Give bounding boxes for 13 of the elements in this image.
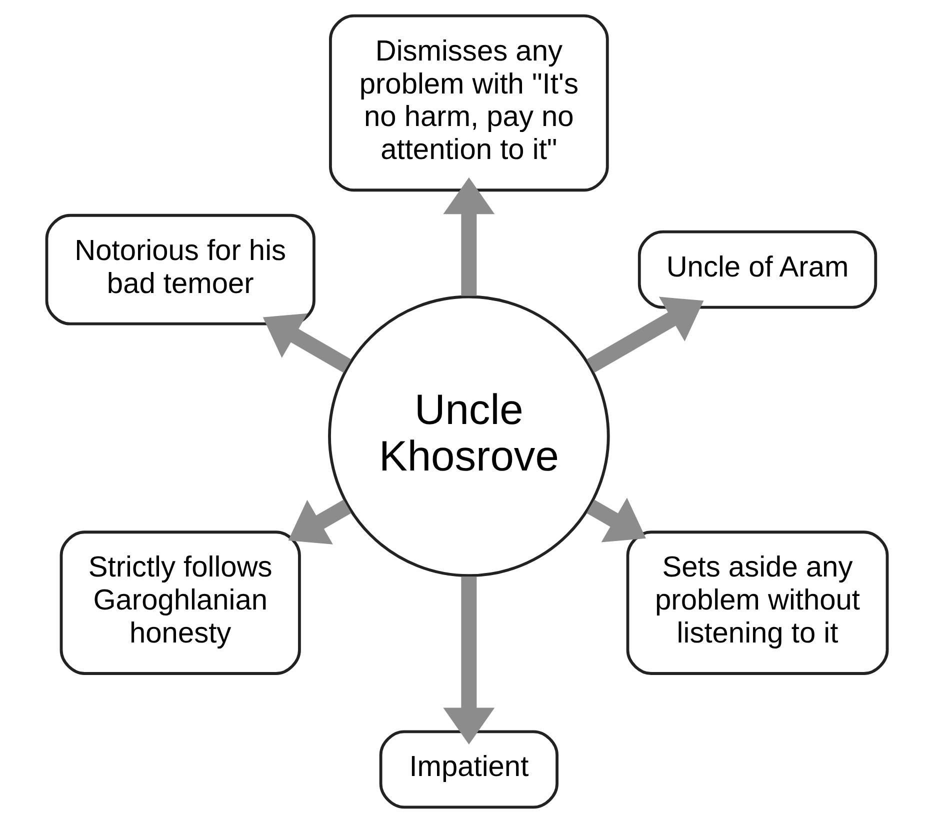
node-box: Strictly follows Garoghlanian honesty [59, 530, 300, 675]
node-box: Sets aside any problem without listening to it [626, 530, 888, 675]
node-box: Uncle of Aram [637, 230, 877, 309]
arrow [262, 313, 351, 373]
node-box: Impatient [378, 730, 558, 809]
arrow [288, 500, 351, 544]
arrow [442, 177, 494, 296]
node-circle: Uncle Khosrove [328, 295, 610, 578]
arrow [586, 498, 646, 542]
arrow [442, 576, 494, 744]
node-box: Notorious for his bad temoer [44, 214, 315, 326]
arrow [586, 296, 704, 373]
node-box: Dismisses any problem with "It's no harm, pay no attention to it" [328, 14, 608, 192]
